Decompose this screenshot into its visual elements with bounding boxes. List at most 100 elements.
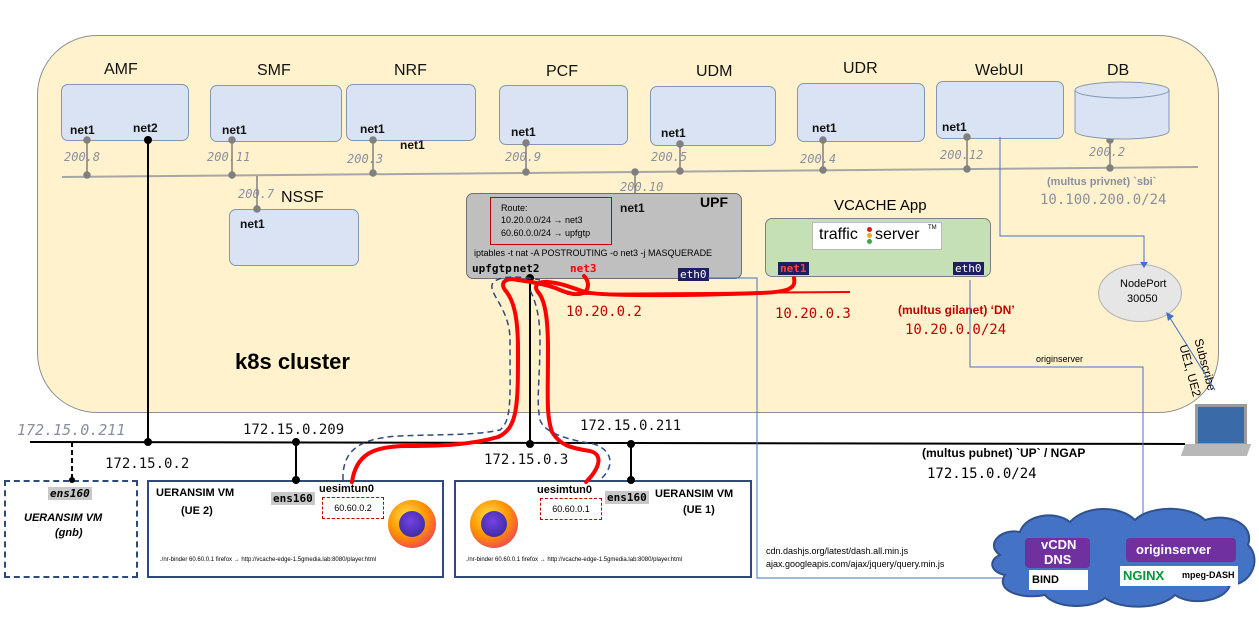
smf-net1: net1 xyxy=(222,123,247,137)
gnb-vm-sub: (gnb) xyxy=(55,527,83,539)
route-line-2: 60.60.0.0/24 → upfgtp xyxy=(501,228,591,238)
upf-label: UPF xyxy=(700,194,728,210)
ue-data-path xyxy=(350,274,797,484)
laptop-icon xyxy=(1180,400,1252,462)
sbi-drops xyxy=(83,133,1114,213)
pcf-ip: 200.9 xyxy=(505,150,542,164)
upf-eth0: eth0 xyxy=(678,268,709,281)
amf-net2: net2 xyxy=(133,121,158,135)
upf-upfgtp: upfgtp xyxy=(472,262,512,275)
route-line-1: 10.20.0.0/24 → net3 xyxy=(501,215,583,225)
nrf-net1-b: net1 xyxy=(400,138,425,152)
vcache-label: VCACHE App xyxy=(834,197,927,214)
nssf-label: NSSF xyxy=(281,189,324,206)
pcf-label: PCF xyxy=(546,63,578,80)
gnb-iface: ens160 xyxy=(48,487,92,500)
smf-ip: 200.11 xyxy=(207,150,251,164)
dns-label: DNS xyxy=(1044,552,1072,567)
udr-box[interactable] xyxy=(797,83,925,142)
nodeport-node[interactable] xyxy=(1098,264,1182,322)
amf-label: AMF xyxy=(104,61,138,78)
bind-logo: BIND xyxy=(1029,570,1088,590)
dn-subnet: 10.20.0.0/24 xyxy=(905,322,1007,338)
amf-net1: net1 xyxy=(70,123,95,137)
vcdn-label: vCDN xyxy=(1041,537,1077,552)
firefox-icon xyxy=(470,500,518,548)
nodeport-label: NodePort xyxy=(1120,278,1167,290)
udm-net1: net1 xyxy=(661,126,686,140)
gnb-ip: 172.15.0.2 xyxy=(105,456,190,472)
ue2-tun-ip: 60.60.0.2 xyxy=(322,497,384,519)
sbi-line xyxy=(61,166,1199,178)
dn-label: (multus gilanet) ‘DN’ xyxy=(898,303,1015,317)
gnb-ip-top: 172.15.0.211 xyxy=(17,421,126,439)
nssf-net1: net1 xyxy=(240,217,265,231)
amf-box[interactable] xyxy=(61,84,189,141)
blue-links xyxy=(708,137,1216,579)
ue2-ip: 172.15.0.209 xyxy=(243,422,345,438)
upf-net3: net3 xyxy=(570,262,597,275)
route-title: Route: xyxy=(501,203,528,213)
nssf-box[interactable] xyxy=(229,209,359,266)
pubnet-subnet: 172.15.0.0/24 xyxy=(927,466,1037,482)
originserver-badge[interactable] xyxy=(1126,538,1236,562)
ue1-tun-ip: 60.60.0.1 xyxy=(540,498,602,520)
ue2-vm-title: UERANSIM VM xyxy=(156,487,235,499)
pubnet-drops xyxy=(144,136,635,484)
ue2-iface: ens160 xyxy=(271,492,315,505)
firefox-icon xyxy=(388,500,436,548)
nginx-logo: NGINX mpeg-DASH xyxy=(1120,566,1238,586)
vcdn-dns-badge[interactable] xyxy=(1025,538,1090,568)
gnb-vm-title: UERANSIM VM xyxy=(24,512,103,524)
nssf-ip: 200.7 xyxy=(238,187,275,201)
vcache-net1-ip: 10.20.0.3 xyxy=(775,306,851,322)
pcf-box[interactable] xyxy=(499,85,628,145)
udr-net1: net1 xyxy=(812,121,837,135)
cluster-label: k8s cluster xyxy=(235,349,350,374)
originserver-label: originserver xyxy=(1136,542,1212,557)
nrf-ip: 200.3 xyxy=(347,152,384,166)
ue2-tun: uesimtun0 xyxy=(319,483,375,495)
tunnel-outline xyxy=(342,276,611,481)
ue1-cmd: ./nr-binder 60.60.0.1 firefox → http://v… xyxy=(466,557,683,563)
sbi-label: (multus privnet) `sbi` xyxy=(1047,176,1157,188)
ue1-ip: 172.15.0.211 xyxy=(580,418,682,434)
ue2-vm-sub: (UE 2) xyxy=(181,505,213,517)
originserver-link-label: originserver xyxy=(1036,354,1084,364)
ue1-tun: uesimtun0 xyxy=(537,484,593,496)
trafficserver-dots-icon xyxy=(867,227,875,244)
db-ip: 200.2 xyxy=(1089,145,1126,159)
vcache-net1: net1 xyxy=(778,262,809,275)
upf-ip: 200.10 xyxy=(620,180,664,194)
smf-label: SMF xyxy=(257,62,291,79)
udr-ip: 200.4 xyxy=(800,152,837,166)
upf-net2: net2 xyxy=(513,262,540,275)
nrf-label: NRF xyxy=(394,62,427,79)
pubnet-line xyxy=(29,441,1186,445)
nodeport-port: 30050 xyxy=(1127,293,1158,305)
udr-label: UDR xyxy=(843,60,878,77)
upf-net3-ip: 10.20.0.2 xyxy=(566,304,642,320)
upf-net1: net1 xyxy=(620,201,645,215)
ue1-iface: ens160 xyxy=(605,491,649,504)
trafficserver-logo: traffic server TM xyxy=(812,222,942,250)
smf-box[interactable] xyxy=(210,85,342,142)
sbi-subnet: 10.100.200.0/24 xyxy=(1040,192,1167,208)
webui-ip: 200.12 xyxy=(940,148,984,162)
nrf-box[interactable] xyxy=(346,84,476,141)
pcf-net1: net1 xyxy=(511,125,536,139)
ue2-cmd: ./nr-binder 60.60.0.1 firefox → http://v… xyxy=(160,557,377,563)
udm-box[interactable] xyxy=(650,86,776,146)
webui-net1: net1 xyxy=(942,120,967,134)
upf-pub-ip: 172.15.0.3 xyxy=(484,452,569,468)
udm-ip: 200.5 xyxy=(651,150,688,164)
upf-box[interactable] xyxy=(466,193,742,279)
ue1-vm-title: UERANSIM VM xyxy=(655,488,734,500)
iptables-rule: iptables -t nat -A POSTROUTING -o net3 -… xyxy=(474,248,713,258)
cdn-url-1: cdn.dashjs.org/latest/dash.all.min.js xyxy=(766,546,909,556)
db-cylinder-icon xyxy=(1074,81,1170,140)
cdn-url-2: ajax.googleapis.com/ajax/jquery/query.mi… xyxy=(766,559,945,569)
pubnet-label: (multus pubnet) `UP` / NGAP xyxy=(922,446,1086,460)
route-box xyxy=(490,197,612,245)
